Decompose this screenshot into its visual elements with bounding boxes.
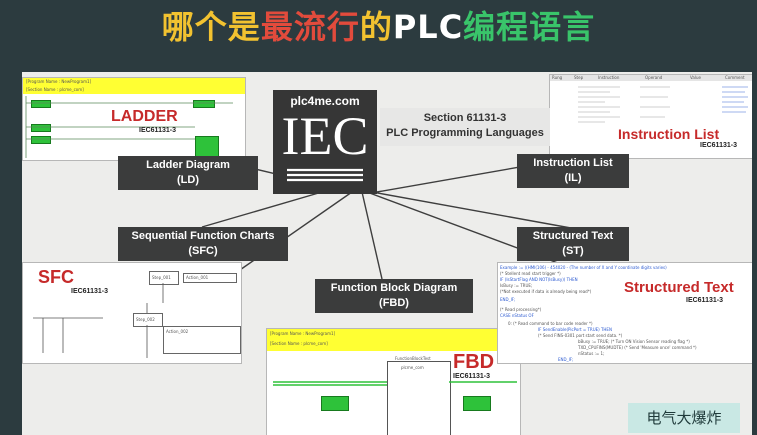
fbd-screenshot: [Program Name : NewProgram1] [Section Na…: [266, 328, 521, 435]
language-box-st: Structured Text(ST): [517, 227, 629, 261]
section-line-2: PLC Programming Languages: [386, 127, 544, 139]
sfc-step-1: Step_001: [152, 275, 171, 280]
title-part-2: 最流行: [260, 8, 360, 46]
fbd-label: FBD: [453, 351, 495, 373]
ladder-screenshot: [Program Name : NewProgram1] [Section Na…: [22, 77, 246, 161]
fbd-header-1: [Program Name : NewProgram1]: [270, 331, 336, 336]
page-title: 哪个是最流行的PLC编程语言: [0, 2, 757, 48]
title-part-1: 哪个是: [161, 8, 261, 46]
il-label: Instruction List: [618, 126, 720, 142]
section-box: Section 61131-3 PLC Programming Language…: [380, 108, 550, 146]
title-part-3: 的: [359, 8, 393, 46]
iec-logo: plc4me.com IEC: [273, 90, 377, 194]
iec-site: plc4me.com: [290, 94, 360, 108]
diagram-canvas: [Program Name : NewProgram1] [Section Na…: [22, 72, 752, 435]
ladder-header-2: [Section Name : plcme_com]: [26, 87, 84, 92]
ladder-header-1: [Program Name : NewProgram1]: [26, 79, 92, 84]
watermark: 电气大爆炸: [628, 403, 740, 433]
st-label: Structured Text: [624, 279, 734, 296]
language-box-ld: Ladder Diagram(LD): [118, 156, 258, 190]
title-part-4: PLC: [392, 8, 464, 46]
fbd-header-2: [Section Name : plcme_com]: [270, 341, 328, 346]
fbd-block-title: FunctionBlockTest: [395, 356, 431, 361]
sfc-screenshot: SFC IEC61131-3 Step_001 Action_001 Step_…: [22, 262, 242, 364]
sfc-label: SFC: [38, 267, 74, 287]
iec-logo-letters: IEC: [281, 106, 369, 166]
language-box-il: Instruction List(IL): [517, 154, 629, 188]
fbd-standard: IEC61131-3: [453, 373, 490, 380]
ladder-label: LADDER: [111, 108, 178, 125]
section-line-1: Section 61131-3: [423, 112, 507, 124]
sfc-action-2: Action_002: [166, 329, 189, 334]
sfc-action-1: Action_001: [186, 275, 209, 280]
title-part-5: 编程语言: [463, 8, 596, 46]
sfc-standard: IEC61131-3: [71, 288, 108, 295]
ladder-standard: IEC61131-3: [139, 127, 176, 134]
st-screenshot: Example := ((HMI(106) - 454020 - (The nu…: [497, 262, 752, 364]
st-standard: IEC61131-3: [686, 297, 723, 304]
il-screenshot: Rung Step Instruction Operand Value Comm…: [549, 74, 752, 159]
il-standard: IEC61131-3: [700, 142, 737, 149]
language-box-fbd: Function Block Diagram(FBD): [315, 279, 473, 313]
language-box-sfc: Sequential Function Charts(SFC): [118, 227, 288, 261]
sfc-step-2: Step_002: [136, 317, 155, 322]
fbd-block-name: plcme_com: [401, 365, 424, 370]
il-table-header: Rung Step Instruction Operand Value Comm…: [550, 75, 752, 81]
